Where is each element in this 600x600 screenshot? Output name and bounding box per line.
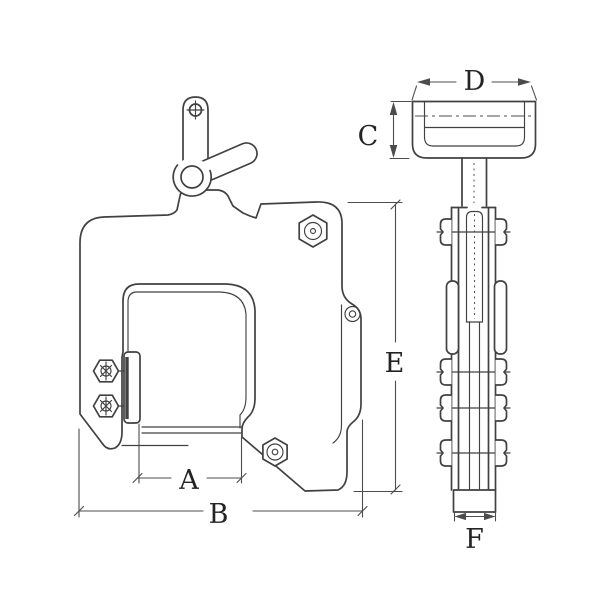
front-view: [79, 96, 362, 492]
side-view: [411, 100, 537, 513]
dimension-B-label: B: [209, 499, 229, 530]
bolt-pair-2: [436, 358, 511, 386]
dimension-A-label: A: [178, 465, 199, 496]
frame-bolt-upper: [298, 214, 328, 248]
bolt-head-left: [439, 439, 452, 467]
dimension-C-arrow-top: [389, 102, 398, 115]
dimension-D-label: D: [464, 66, 486, 97]
bolt-head-right: [495, 218, 508, 246]
dimension-C-label: C: [358, 121, 379, 152]
bolt-head-right: [495, 439, 508, 467]
inner-plate-edges: [468, 321, 481, 491]
bolt-head-left: [439, 394, 452, 422]
pad-screw-upper: [92, 359, 125, 383]
dimension-F-arrow-right: [484, 512, 496, 521]
saddle-outline: [411, 100, 537, 159]
clamp-body-outline: [79, 189, 362, 492]
pad-screw-lower: [92, 394, 125, 418]
dimension-F-label: F: [465, 524, 484, 555]
bolt-circle: [266, 443, 284, 461]
latch-pivot-circle: [344, 305, 361, 323]
jaw-mouth-edge-lines: [121, 426, 242, 447]
bolt-center: [309, 227, 317, 235]
dimension-C-arrow-bottom: [389, 145, 398, 158]
dimension-B: B: [73, 419, 368, 530]
foot-block: [452, 489, 497, 513]
dimension-C-extensions: [389, 100, 412, 160]
latch-plate-edge: [332, 304, 343, 444]
bolt-pair-1: [436, 218, 511, 246]
bolt-head-left: [439, 218, 452, 246]
dimension-E: E: [347, 199, 405, 495]
hex-bolt-head: [262, 437, 288, 467]
cam-plate-right: [493, 280, 508, 355]
dimension-E-ticks: [390, 199, 401, 495]
dimension-F: F: [453, 511, 497, 555]
bolt-center: [271, 448, 279, 456]
dimension-B-ticks: [73, 505, 368, 517]
bolt-head-right: [495, 358, 508, 386]
dimension-D: D: [411, 66, 538, 101]
lifting-link: [182, 96, 209, 173]
latch-pivot-hole: [348, 310, 357, 318]
frame-bolt-lower: [262, 437, 288, 467]
screw-cross-marks: [99, 396, 113, 416]
bolt-pair-4: [436, 439, 511, 467]
shank-tongue: [465, 210, 484, 323]
dimension-E-label: E: [385, 348, 405, 379]
dimension-A-extensions: [138, 423, 243, 484]
hex-bolt-head: [298, 214, 328, 248]
bolt-head-right: [495, 394, 508, 422]
dimension-D-arrow-right: [518, 78, 531, 86]
dimension-A-ticks: [132, 472, 247, 484]
bolt-pair-3: [436, 394, 511, 422]
saddle-inner-walls: [423, 100, 526, 147]
jaw-liner-line: [127, 291, 247, 429]
pivot-pin-hole: [180, 165, 204, 189]
bolt-head-left: [439, 358, 452, 386]
dimension-A: A: [132, 423, 247, 496]
cam-plate-left: [445, 280, 460, 355]
pivot-boss-arc: [172, 164, 213, 197]
dimension-B-extensions: [78, 419, 364, 518]
dimension-D-extensions: [411, 85, 538, 101]
link-eye-centerlines: [186, 100, 205, 120]
dimension-F-arrow-left: [454, 512, 466, 521]
dimension-C: C: [358, 100, 412, 160]
hanger-strap: [461, 157, 488, 207]
screw-cross-marks: [99, 361, 113, 381]
bolt-circle: [303, 221, 323, 241]
dimension-D-arrow-left: [417, 78, 430, 86]
